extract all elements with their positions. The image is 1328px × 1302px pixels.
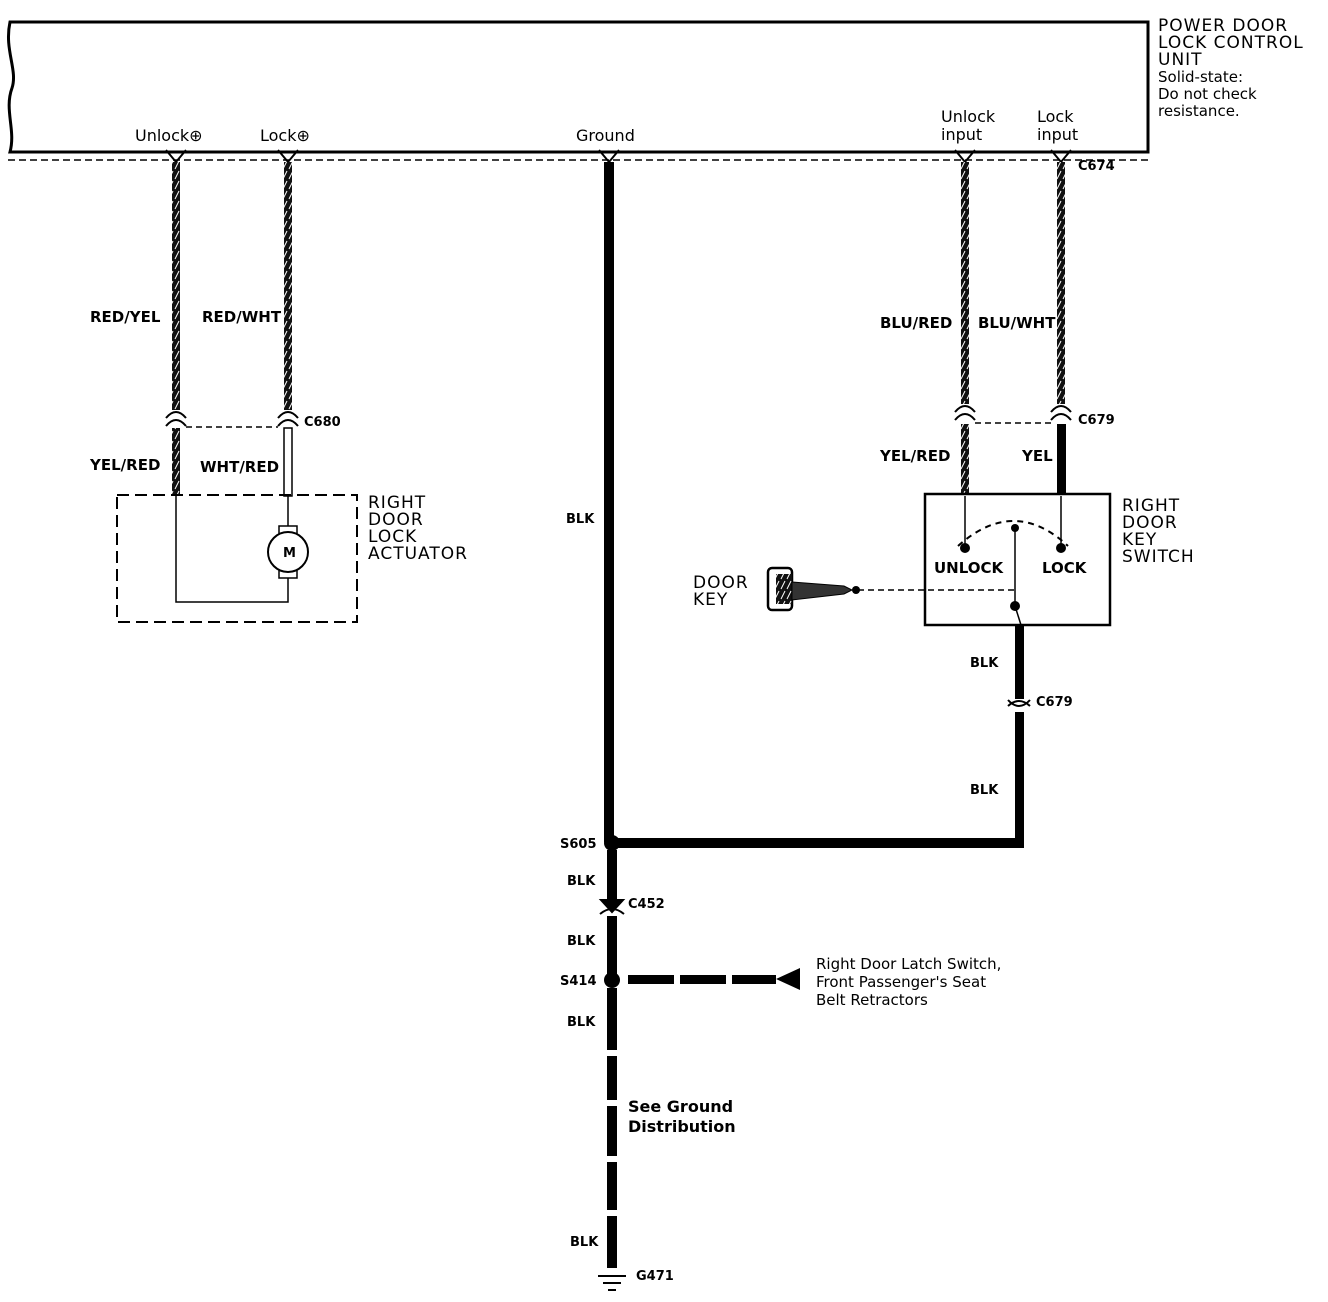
motor-symbol: M bbox=[267, 525, 309, 579]
wire-yel bbox=[1057, 424, 1066, 496]
wire-blk-switch-upper bbox=[1015, 625, 1024, 699]
wire-blk-crossover bbox=[614, 838, 1024, 848]
switch-unlock-position: UNLOCK bbox=[934, 559, 1005, 577]
wire-label-blk-3: BLK bbox=[567, 934, 596, 949]
key-switch-label-3: KEY bbox=[1122, 530, 1157, 550]
splice-s605: S605 bbox=[560, 837, 597, 852]
see-ground-2: Distribution bbox=[628, 1117, 736, 1136]
wire-label-wht-red: WHT/RED bbox=[200, 458, 279, 476]
terminal-ground: Ground bbox=[576, 126, 635, 145]
connector-c679-lower-symbol bbox=[1007, 699, 1031, 707]
control-unit-title-3: UNIT bbox=[1158, 50, 1203, 70]
wire-blk-switch-lower bbox=[1015, 712, 1024, 848]
terminal-unlock-input-2: input bbox=[941, 125, 982, 144]
splice-s414-dot bbox=[604, 972, 620, 988]
key-switch-label-1: RIGHT bbox=[1122, 496, 1180, 516]
ground-symbol-icon bbox=[598, 1275, 626, 1291]
splice-s605-dot bbox=[604, 835, 620, 851]
connector-c452-symbol bbox=[598, 899, 626, 915]
wire-blk-continuation bbox=[607, 1056, 617, 1210]
actuator-label-1: RIGHT bbox=[368, 493, 426, 513]
wire-blu-red bbox=[961, 162, 969, 404]
control-unit-note-3: resistance. bbox=[1158, 102, 1240, 120]
wire-label-blk-2: BLK bbox=[567, 874, 596, 889]
door-key-label-1: DOOR bbox=[693, 573, 749, 593]
terminal-lock: Lock⊕ bbox=[260, 126, 310, 145]
wire-label-blk-5: BLK bbox=[570, 1235, 599, 1250]
wire-label-blk-4: BLK bbox=[567, 1015, 596, 1030]
key-switch-label-2: DOOR bbox=[1122, 513, 1178, 533]
control-unit-title-1: POWER DOOR bbox=[1158, 16, 1288, 36]
wire-blk-4 bbox=[607, 988, 617, 1050]
door-key-icon bbox=[766, 566, 860, 612]
wire-blk-2 bbox=[607, 850, 617, 900]
connector-c680-symbol bbox=[165, 411, 299, 428]
connector-c674: C674 bbox=[1078, 159, 1115, 174]
wire-branch-latch bbox=[628, 968, 800, 990]
control-unit-title-2: LOCK CONTROL bbox=[1158, 33, 1304, 53]
wire-wht-red bbox=[283, 427, 293, 497]
connector-c680: C680 bbox=[304, 415, 341, 430]
wire-label-blu-red: BLU/RED bbox=[880, 314, 952, 332]
connector-c679-upper: C679 bbox=[1078, 413, 1115, 428]
wire-label-blu-wht: BLU/WHT bbox=[978, 314, 1056, 332]
switch-lock-position: LOCK bbox=[1042, 559, 1088, 577]
wire-blu-wht bbox=[1057, 162, 1065, 404]
key-switch-box bbox=[858, 492, 1112, 627]
wire-blk-5 bbox=[607, 1216, 617, 1268]
terminal-lock-input-1: Lock bbox=[1037, 107, 1074, 126]
branch-label-3: Belt Retractors bbox=[816, 991, 928, 1009]
see-ground-1: See Ground bbox=[628, 1097, 733, 1116]
control-unit-note-2: Do not check bbox=[1158, 85, 1257, 103]
wire-label-yel: YEL bbox=[1021, 447, 1053, 465]
wire-label-blk-switch-1: BLK bbox=[970, 656, 999, 671]
connector-c679-lower: C679 bbox=[1036, 695, 1073, 710]
wire-red-yel bbox=[172, 162, 180, 410]
wire-red-wht bbox=[284, 162, 292, 410]
terminal-unlock-input-1: Unlock bbox=[941, 107, 996, 126]
wire-blk-3 bbox=[607, 916, 617, 980]
wire-blk-main bbox=[604, 162, 614, 842]
wire-label-yel-red-switch: YEL/RED bbox=[879, 447, 950, 465]
actuator-label-4: ACTUATOR bbox=[368, 544, 468, 564]
connector-c679-symbol bbox=[954, 405, 1072, 424]
splice-s414: S414 bbox=[560, 974, 597, 989]
wire-label-yel-red-actuator: YEL/RED bbox=[89, 456, 160, 474]
branch-label-1: Right Door Latch Switch, bbox=[816, 955, 1001, 973]
connector-c452: C452 bbox=[628, 897, 665, 912]
wire-label-red-wht: RED/WHT bbox=[202, 308, 282, 326]
wire-label-red-yel: RED/YEL bbox=[90, 308, 161, 326]
wire-yel-red-actuator bbox=[172, 428, 180, 496]
actuator-box bbox=[116, 494, 358, 623]
ground-point-g471: G471 bbox=[636, 1269, 674, 1284]
motor-label: M bbox=[283, 546, 296, 561]
actuator-label-2: DOOR bbox=[368, 510, 424, 530]
wire-yel-red-switch bbox=[961, 424, 969, 496]
wire-label-blk-switch-2: BLK bbox=[970, 783, 999, 798]
terminal-lock-input-2: input bbox=[1037, 125, 1078, 144]
door-key-label-2: KEY bbox=[693, 590, 728, 610]
key-switch-label-4: SWITCH bbox=[1122, 547, 1195, 567]
terminal-unlock: Unlock⊕ bbox=[135, 126, 203, 145]
control-unit bbox=[7, 20, 1150, 161]
branch-label-2: Front Passenger's Seat bbox=[816, 973, 986, 991]
control-unit-note-1: Solid-state: bbox=[1158, 68, 1243, 86]
actuator-label-3: LOCK bbox=[368, 527, 417, 547]
wire-label-blk-main: BLK bbox=[566, 512, 595, 527]
